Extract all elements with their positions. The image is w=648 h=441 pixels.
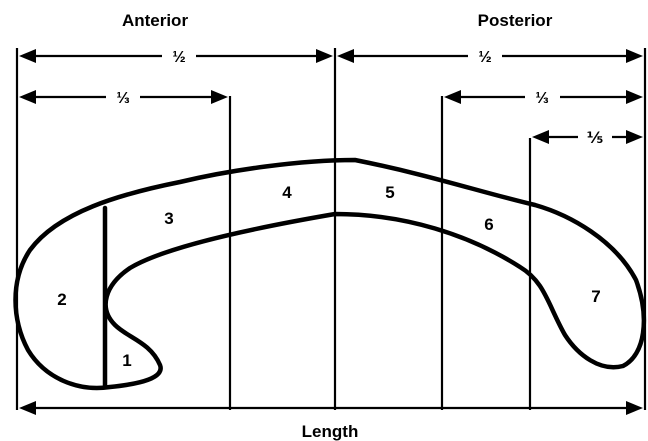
- anterior-third-arrow: ⅓: [19, 90, 228, 107]
- posterior-half-arrow: ½: [337, 49, 643, 66]
- region-label: 5: [385, 183, 394, 202]
- posterior-third-label: ⅓: [535, 90, 548, 107]
- length-label: Length: [302, 422, 359, 441]
- anterior-heading: Anterior: [122, 11, 189, 30]
- posterior-heading: Posterior: [478, 11, 553, 30]
- region-label: 2: [57, 290, 66, 309]
- anterior-third-label: ⅓: [116, 90, 129, 107]
- region-label: 7: [591, 287, 600, 306]
- region-label: 4: [282, 183, 292, 202]
- anterior-half-label: ½: [172, 49, 185, 66]
- region-label: 1: [122, 351, 131, 370]
- region-label: 3: [164, 209, 173, 228]
- vertical-lines: [15, 48, 647, 410]
- length-arrow: [19, 401, 643, 415]
- posterior-half-label: ½: [478, 49, 491, 66]
- anterior-half-arrow: ½: [19, 49, 333, 66]
- region-labels: 1 2 3 4 5 6 7: [57, 183, 600, 370]
- posterior-fifth-arrow: ⅕: [532, 130, 643, 147]
- corpus-callosum-outline: [13, 157, 647, 391]
- posterior-third-arrow: ⅓: [444, 90, 643, 107]
- posterior-fifth-label: ⅕: [587, 130, 604, 147]
- region-label: 6: [484, 215, 493, 234]
